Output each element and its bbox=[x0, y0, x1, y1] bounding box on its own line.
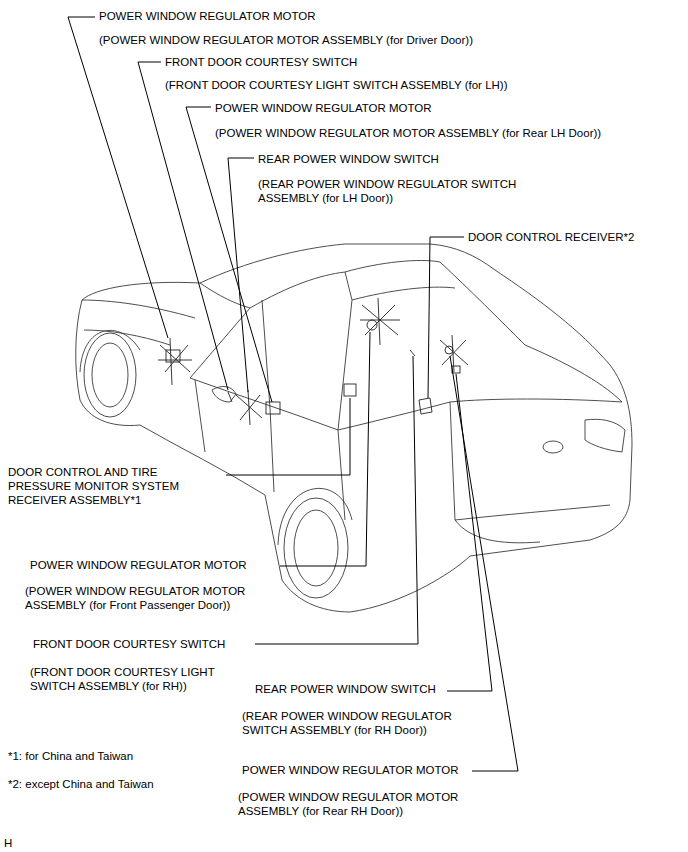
callout-label: POWER WINDOW REGULATOR MOTOR bbox=[30, 558, 330, 572]
callout-label: REAR POWER WINDOW SWITCH bbox=[255, 682, 475, 696]
callout-label: (REAR POWER WINDOW REGULATOR SWITCH ASSE… bbox=[242, 709, 474, 737]
callout-label: *2: except China and Taiwan bbox=[8, 777, 258, 791]
callout-label: (POWER WINDOW REGULATOR MOTOR ASSEMBLY (… bbox=[99, 33, 539, 47]
callout-label: POWER WINDOW REGULATOR MOTOR bbox=[99, 9, 429, 23]
callout-label: H bbox=[4, 836, 44, 850]
components bbox=[158, 298, 468, 425]
callout-label: (POWER WINDOW REGULATOR MOTOR ASSEMBLY (… bbox=[238, 790, 478, 818]
callout-label: (POWER WINDOW REGULATOR MOTOR ASSEMBLY (… bbox=[215, 126, 675, 140]
callout-label: FRONT DOOR COURTESY SWITCH bbox=[165, 55, 445, 69]
callout-label: *1: for China and Taiwan bbox=[8, 749, 258, 763]
callout-label: DOOR CONTROL AND TIRE PRESSURE MONITOR S… bbox=[8, 465, 223, 507]
callout-label: (POWER WINDOW REGULATOR MOTOR ASSEMBLY (… bbox=[25, 584, 265, 612]
callout-label: (FRONT DOOR COURTESY LIGHT SWITCH ASSEMB… bbox=[165, 78, 585, 92]
callout-label: DOOR CONTROL RECEIVER*2 bbox=[468, 230, 678, 244]
callout-label: REAR POWER WINDOW SWITCH bbox=[258, 152, 558, 166]
car-body bbox=[76, 244, 632, 612]
callout-label: POWER WINDOW REGULATOR MOTOR bbox=[215, 101, 515, 115]
callout-label: FRONT DOOR COURTESY SWITCH bbox=[33, 637, 293, 651]
callout-label: POWER WINDOW REGULATOR MOTOR bbox=[242, 763, 502, 777]
callout-label: (REAR POWER WINDOW REGULATOR SWITCH ASSE… bbox=[258, 177, 548, 205]
callout-label: (FRONT DOOR COURTESY LIGHT SWITCH ASSEMB… bbox=[30, 665, 230, 693]
